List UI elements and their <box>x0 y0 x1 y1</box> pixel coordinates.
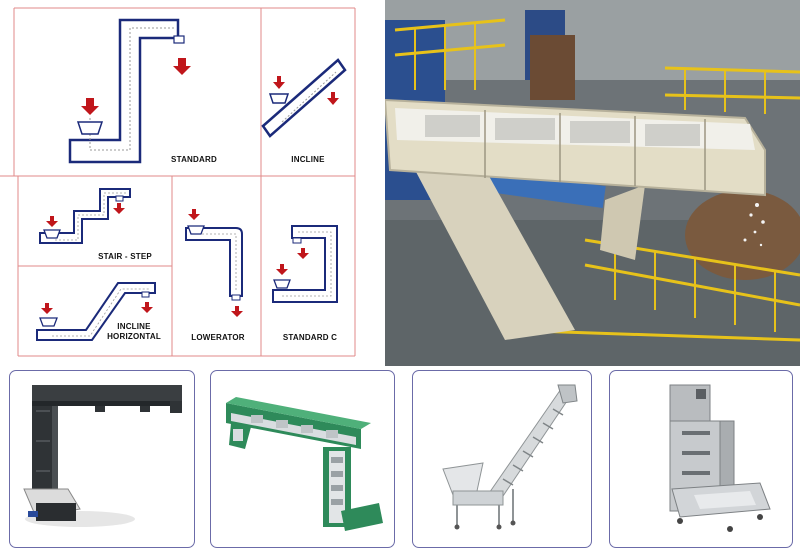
black-z-elevator-illustration <box>23 385 182 527</box>
incline-conveyor-shape <box>261 58 347 138</box>
product-card-black-z-elevator <box>9 370 195 548</box>
product-card-incline-conveyor <box>412 370 592 548</box>
label-lowerator: LOWERATOR <box>191 333 245 342</box>
label-incline-horizontal-line2: HORIZONTAL <box>107 332 161 341</box>
industrial-conveyor-photo <box>385 0 800 366</box>
label-standard: STANDARD <box>171 155 217 164</box>
stair-step-conveyor-shape <box>39 188 131 244</box>
incline-horizontal-arrows <box>41 302 153 314</box>
configuration-diagram: STANDARD INCLINE STAIR - STEP INCLINE HO… <box>0 0 385 360</box>
stair-step-arrows <box>46 203 125 227</box>
standard-arrows <box>81 58 191 115</box>
label-stair-step: STAIR - STEP <box>98 252 152 261</box>
lowerator-arrows <box>188 209 243 317</box>
product-card-vertical-elevator <box>609 370 793 548</box>
incline-arrows <box>273 76 339 105</box>
standard-c-arrows <box>276 248 309 275</box>
standard-conveyor-shape <box>68 18 185 164</box>
label-incline: INCLINE <box>291 155 325 164</box>
incline-horizontal-conveyor-shape <box>36 282 156 341</box>
lowerator-conveyor-shape <box>185 225 243 301</box>
diagram-svg <box>0 7 356 357</box>
green-z-elevator-illustration <box>226 397 383 531</box>
product-card-green-z-elevator <box>210 370 395 548</box>
label-incline-horizontal-line1: INCLINE <box>117 322 151 331</box>
vertical-elevator-illustration <box>669 384 771 532</box>
grid-lines <box>0 7 356 357</box>
standard-c-conveyor-shape <box>272 225 338 303</box>
label-standard-c: STANDARD C <box>282 333 338 342</box>
incline-conveyor-illustration <box>442 384 578 530</box>
